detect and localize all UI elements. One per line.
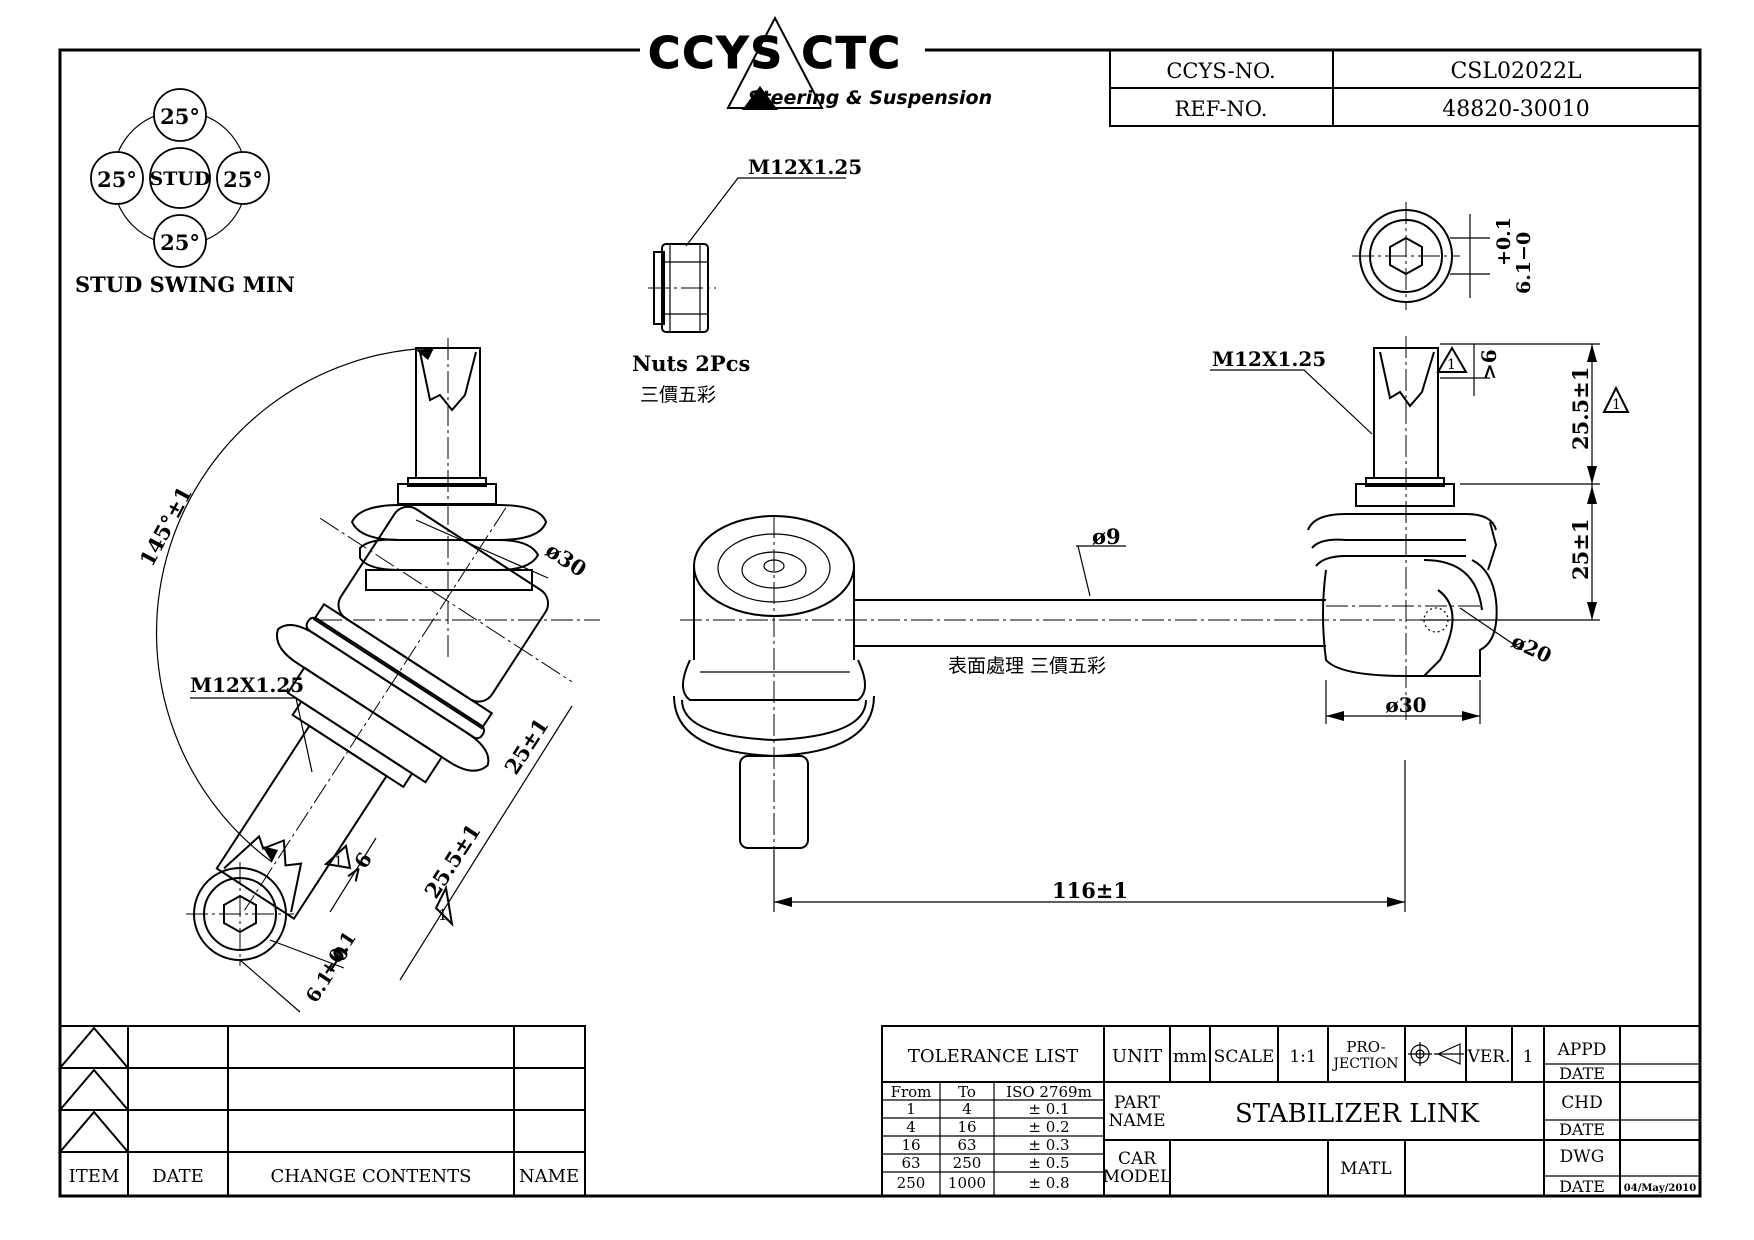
tol-header-from: From [891,1083,932,1101]
left-rev-mark: 1 [438,906,448,924]
dwg-date-value: 04/May/2010 [1624,1183,1696,1194]
angled-view: 145°±1 ø30 M12X1.25 [134,338,600,1013]
matl-label: MATL [1340,1159,1391,1179]
tol-cell: 4 [962,1100,972,1118]
tol-header-to: To [958,1083,976,1101]
car-model-label-1: CAR [1118,1149,1157,1169]
unit-value: mm [1173,1046,1207,1067]
swing-top: 25° [160,104,200,129]
right-rev-mark-2: 1 [1447,357,1456,373]
tolerance-title: TOLERANCE LIST [908,1046,1078,1067]
rev-header-change: CHANGE CONTENTS [271,1166,472,1187]
side-view: ø9 表面處理 三價五彩 116±1 [673,515,1480,912]
ccys-no-value: CSL02022L [1450,59,1581,84]
ccys-no-label: CCYS-NO. [1166,59,1275,83]
projection-label-2: JECTION [1331,1056,1398,1072]
right-ball-joint: M12X1.25 25.5±1 25±1 1 1 >6 ø20 ø30 [1210,202,1630,724]
drawing-frame [58,48,1702,1198]
logo-text: CCYS CTC [648,28,902,79]
right-thread-label: M12X1.25 [1212,347,1326,371]
revision-table: ITEM DATE CHANGE CONTENTS NAME [57,1025,586,1197]
surface-note: 表面處理 三價五彩 [948,655,1106,677]
tol-cell: 63 [901,1154,920,1172]
appd-date-label: DATE [1559,1064,1605,1083]
tol-cell: ± 0.8 [1028,1174,1069,1192]
tol-cell: 250 [953,1154,982,1172]
part-number-table: CCYS-NO. CSL02022L REF-NO. 48820-30010 [1109,49,1701,127]
rev-header-name: NAME [519,1166,579,1187]
right-25-dim: 25±1 [1568,519,1593,580]
swing-caption: STUD SWING MIN [75,272,295,297]
left-25-dim: 25±1 [499,714,553,779]
right-gt6-dim: >6 [1477,349,1501,380]
part-name-label-2: NAME [1109,1111,1166,1131]
length-dim: 116±1 [1052,878,1128,903]
projection-label-1: PRO- [1346,1038,1385,1056]
unit-label: UNIT [1112,1046,1162,1067]
projection-symbol-icon [1408,1042,1464,1066]
left-gt6-dim: >6 [340,848,377,887]
left-255-dim: 25.5±1 [419,819,485,903]
scale-label: SCALE [1214,1047,1275,1067]
left-thread-label: M12X1.25 [190,673,304,697]
stud-swing-diagram: 25° 25° 25° 25° STUD STUD SWING MIN [75,88,295,297]
rev-header-date: DATE [152,1166,204,1187]
tol-header-iso: ISO 2769m [1006,1083,1092,1101]
ver-label: VER. [1467,1047,1511,1067]
right-tol-upper: +0.1 [1493,217,1515,266]
nut-note: 三價五彩 [640,384,716,406]
appd-label: APPD [1557,1040,1607,1060]
left-rev-mark-2: 1 [334,854,343,870]
angle-dim: 145°±1 [134,482,197,570]
tol-cell: ± 0.1 [1028,1100,1069,1118]
rod-dia-dim: ø9 [1092,524,1121,549]
ver-value: 1 [1523,1047,1534,1067]
left-dia-dim: ø30 [541,537,591,582]
dwg-label: DWG [1560,1147,1605,1167]
nut-thread-label: M12X1.25 [748,155,862,179]
logo-tagline: Steering & Suspension [748,87,992,109]
tol-cell: ± 0.5 [1028,1154,1069,1172]
swing-left: 25° [97,167,137,192]
tol-cell: 63 [957,1136,976,1154]
chd-label: CHD [1561,1093,1602,1113]
nut-detail: M12X1.25 Nuts 2Pcs 三價五彩 [632,155,862,406]
tol-cell: ± 0.3 [1028,1136,1069,1154]
tol-cell: 16 [957,1118,976,1136]
title-block: TOLERANCE LIST From To ISO 2769m 1 4 ± 0… [881,1025,1701,1197]
nut-caption: Nuts 2Pcs [632,351,750,376]
swing-center: STUD [150,168,211,190]
scale-value: 1:1 [1289,1047,1316,1067]
tol-cell: ± 0.2 [1028,1118,1069,1136]
tol-cell: 16 [901,1136,920,1154]
car-model-label-2: MODEL [1103,1167,1172,1187]
tol-cell: 1 [906,1100,916,1118]
chd-date-label: DATE [1559,1120,1605,1139]
right-rev-mark: 1 [1612,397,1621,413]
ref-no-label: REF-NO. [1175,97,1268,121]
right-tol-lower: 6.1−0 [1513,232,1535,294]
swing-bottom: 25° [160,230,200,255]
tol-cell: 4 [906,1118,916,1136]
ref-no-value: 48820-30010 [1442,97,1589,122]
dwg-date-label: DATE [1559,1177,1605,1196]
part-name: STABILIZER LINK [1235,1099,1480,1129]
right-dia20-dim: ø20 [1508,629,1555,668]
rev-header-item: ITEM [69,1166,120,1187]
tol-cell: 1000 [948,1174,986,1192]
tol-rows: 1 4 ± 0.1 4 16 ± 0.2 16 63 ± 0.3 63 250 … [897,1100,1070,1192]
swing-right: 25° [223,167,263,192]
company-logo: CCYS CTC Steering & Suspension [647,15,992,110]
tol-cell: 250 [897,1174,926,1192]
right-255-dim: 25.5±1 [1568,367,1593,450]
right-dia30-dim: ø30 [1385,693,1426,717]
part-name-label-1: PART [1114,1093,1161,1113]
